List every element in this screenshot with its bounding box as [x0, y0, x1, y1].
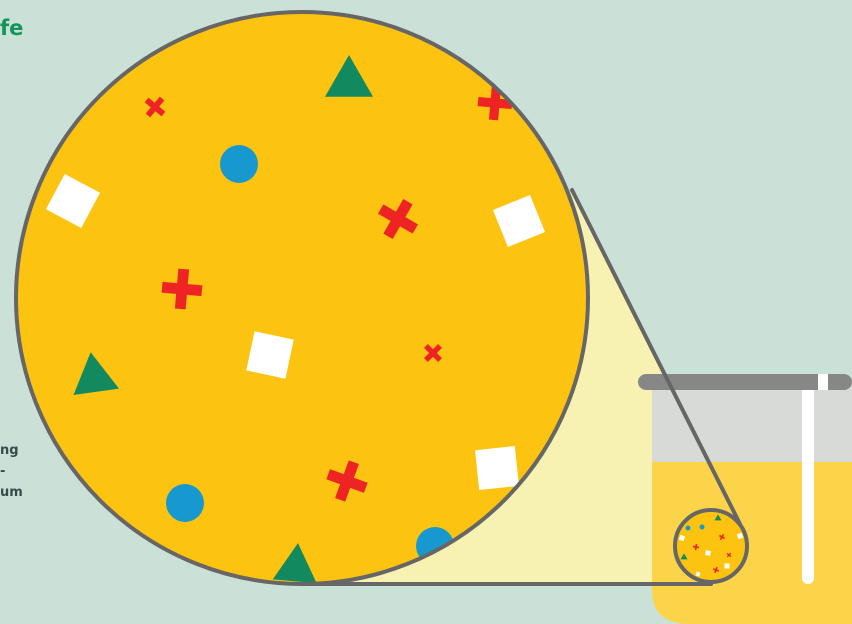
circle-particle	[700, 525, 705, 530]
square-particle	[246, 331, 293, 378]
circle-particle	[220, 145, 258, 183]
circle-particle	[686, 526, 691, 531]
square-particle	[705, 550, 711, 556]
square-particle	[475, 446, 519, 490]
pipette	[802, 378, 814, 584]
pipette-top	[818, 374, 828, 390]
circle-particle	[166, 484, 204, 522]
square-particle	[725, 564, 730, 569]
culture-flask	[638, 374, 852, 624]
magnified-view	[16, 12, 588, 584]
